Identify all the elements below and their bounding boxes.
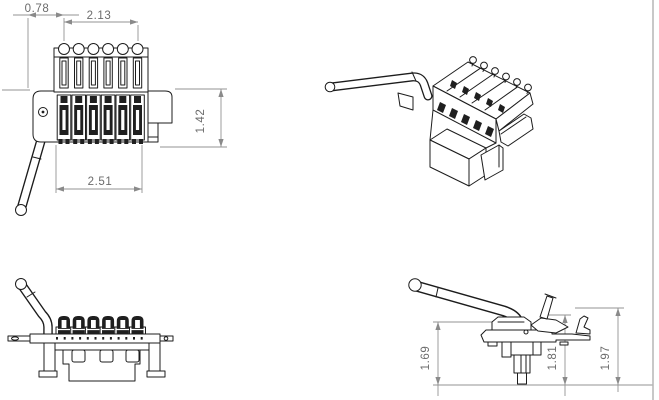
baseplate-elevation [7, 333, 174, 344]
fine-tuner-slots [59, 57, 143, 89]
nut-clamp-block [53, 47, 149, 93]
saddles-elevation [55, 316, 146, 335]
dim-label-height-c[interactable]: 1.97 [600, 346, 612, 371]
front-top-dim-lines [2, 12, 227, 193]
dim-label-post-spacing[interactable]: 2.13 [87, 10, 112, 22]
tremolo-arm-front [15, 125, 49, 216]
dim-label-height-b[interactable]: 1.81 [547, 346, 559, 371]
dim-label-offset-width[interactable]: 0.78 [25, 3, 50, 15]
tremolo-cavity-structure [38, 342, 166, 382]
dim-label-base-width[interactable]: 2.51 [88, 176, 113, 188]
front-top-view[interactable]: 0.78 2.13 1.42 2.51 [2, 3, 227, 216]
lock-posts-iso [469, 56, 532, 94]
dim-label-height-a[interactable]: 1.69 [420, 346, 432, 371]
mounting-ledge-iso [498, 113, 534, 147]
lock-posts-row [58, 43, 144, 55]
sustain-block-iso [429, 109, 504, 187]
bridge-body-side [480, 293, 591, 347]
sustain-block-side [501, 341, 542, 385]
front-elevation-view[interactable] [7, 278, 174, 382]
arm-bracket-iso [397, 92, 414, 111]
side-view[interactable]: 1.69 1.81 1.97 [408, 278, 653, 396]
side-view-dim-lines [433, 307, 653, 396]
tremolo-arm-iso [324, 71, 433, 101]
saddles-front-top [56, 94, 145, 144]
dim-label-plate-height[interactable]: 1.42 [195, 109, 207, 134]
isometric-view[interactable] [324, 56, 534, 187]
tremolo-arm-elevation [15, 278, 53, 341]
